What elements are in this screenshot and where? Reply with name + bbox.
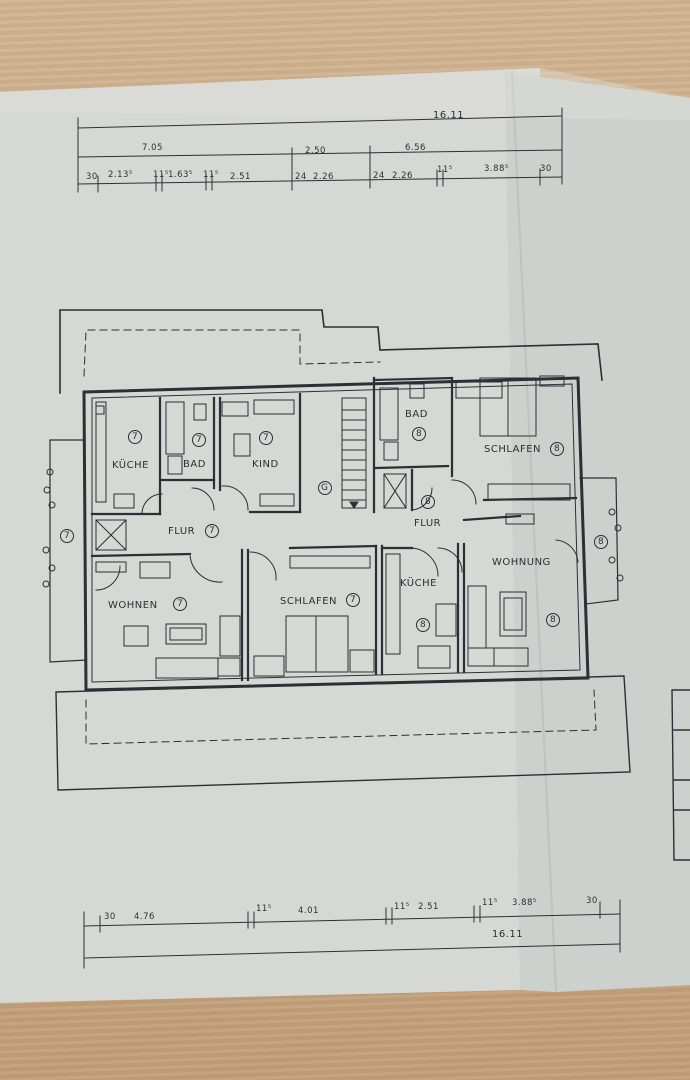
room-wohnen: WOHNEN xyxy=(108,600,158,611)
room-bad-right: BAD xyxy=(405,409,428,420)
dim-top-d11: 11⁵ xyxy=(437,165,453,175)
dim-bottom-d5: 11⁵ xyxy=(394,902,410,912)
room-kind-num: 7 xyxy=(263,433,270,443)
dim-bottom-d4: 4.01 xyxy=(298,906,319,916)
room-kueche-right-num: 8 xyxy=(420,620,427,630)
room-kueche-left-num: 7 xyxy=(132,432,139,442)
staircase xyxy=(341,397,367,509)
dim-top-d4: 1.63⁵ xyxy=(168,170,193,180)
room-wohnung-num: 8 xyxy=(550,615,557,625)
room-flur-left: FLUR xyxy=(168,526,196,537)
dim-bottom-d9: 30 xyxy=(586,896,598,906)
room-stair-num: G xyxy=(321,483,329,493)
dim-top-seg-b: 2.50 xyxy=(305,146,326,156)
room-flur-right-num: 8 xyxy=(425,497,432,507)
dim-bottom-total: 16.11 xyxy=(492,929,524,940)
room-schlafen-right: SCHLAFEN xyxy=(484,444,542,455)
dim-bottom-d7: 11⁵ xyxy=(482,898,498,908)
balcony-right-num: 8 xyxy=(598,537,605,547)
dim-bottom-d6: 2.51 xyxy=(418,902,439,912)
dim-top-d5: 11⁵ xyxy=(203,170,219,180)
building-outline xyxy=(49,309,631,791)
room-bad-left: BAD xyxy=(183,459,206,470)
furniture xyxy=(42,375,624,679)
room-kind: KIND xyxy=(252,459,279,470)
bottom-dimension-lines xyxy=(83,899,621,969)
dim-top-d7: 24 xyxy=(295,172,307,182)
dim-top-d8: 2.26 xyxy=(313,172,334,182)
dim-top-d1: 30 xyxy=(86,172,98,182)
dim-bottom-d1: 30 xyxy=(104,912,116,922)
paper-sheet-main xyxy=(0,68,540,1003)
title-block-corner xyxy=(671,689,690,861)
paper-fold-line xyxy=(511,69,557,993)
room-wohnen-num: 7 xyxy=(177,599,184,609)
dim-top-d3: 11⁵ xyxy=(153,170,169,180)
room-kueche-right: KÜCHE xyxy=(400,578,437,589)
dim-top-total: 16.11 xyxy=(433,110,465,121)
door-swings xyxy=(95,479,579,591)
room-schlafen-right-num: 8 xyxy=(554,444,561,454)
room-kueche-left: KÜCHE xyxy=(112,460,149,471)
dim-top-d2: 2.13⁵ xyxy=(108,170,133,180)
room-bad-left-num: 7 xyxy=(196,435,203,445)
room-bad-right-num: 8 xyxy=(416,429,423,439)
dim-bottom-d8: 3.88⁵ xyxy=(512,898,537,908)
dim-top-seg-a: 7.05 xyxy=(142,143,163,153)
room-number-circles xyxy=(60,427,608,632)
top-dimension-lines xyxy=(77,107,563,193)
interior-walls xyxy=(90,376,578,682)
dim-top-d13: 30 xyxy=(540,164,552,174)
room-flur-left-num: 7 xyxy=(209,526,216,536)
dim-bottom-d3: 11⁵ xyxy=(256,904,272,914)
dim-top-d6: 2.51 xyxy=(230,172,251,182)
dim-top-d10: 2.26 xyxy=(392,171,413,181)
paper-sheet-fold xyxy=(505,72,690,992)
dim-top-d12: 3.88⁵ xyxy=(484,164,509,174)
dim-bottom-d2: 4.76 xyxy=(134,912,155,922)
room-schlafen-mid: SCHLAFEN xyxy=(280,596,338,607)
dim-top-seg-c: 6.56 xyxy=(405,143,426,153)
room-wohnung: WOHNUNG xyxy=(492,557,551,568)
balcony-left-num: 7 xyxy=(64,531,71,541)
room-schlafen-mid-num: 7 xyxy=(350,595,357,605)
dim-top-d9: 24 xyxy=(373,171,385,181)
room-flur-right: FLUR xyxy=(414,518,442,529)
